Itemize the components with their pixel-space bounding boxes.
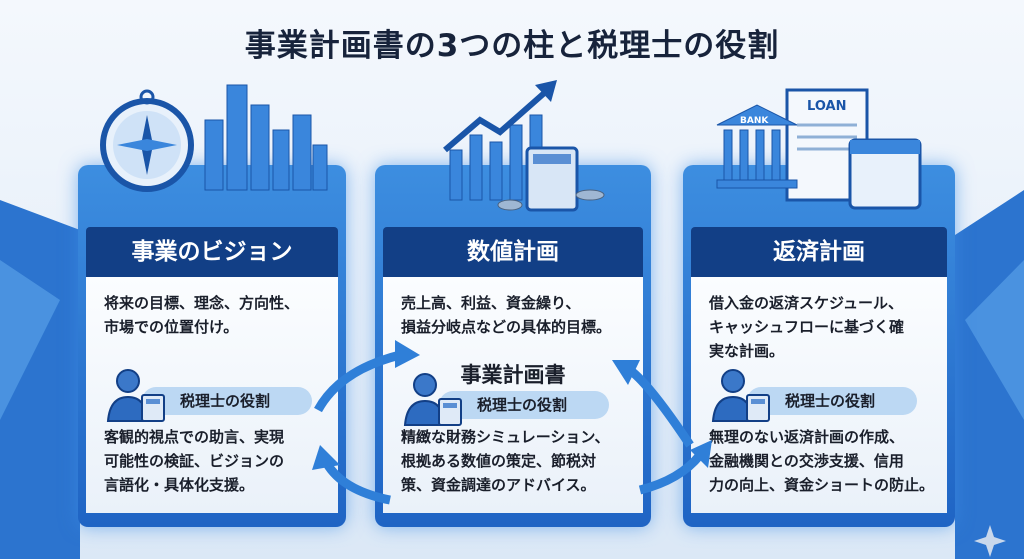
pillar-heading: 数値計画 xyxy=(383,227,643,277)
role-badge: 税理士の役割 xyxy=(142,387,312,415)
pillar-heading: 事業のビジョン xyxy=(86,227,338,277)
role-description: 精緻な財務シミュレーション、根拠ある数値の策定、節税対策、資金調達のアドバイス。 xyxy=(401,428,610,494)
chart-calculator-illustration xyxy=(443,80,605,212)
center-label: 事業計画書 xyxy=(460,363,566,387)
bank-loan-calendar-illustration: LOAN BANK xyxy=(716,88,922,210)
tax-accountant-icon xyxy=(711,369,770,422)
pillar-card-repayment-plan: 返済計画 借入金の返済スケジュール、キャッシュフローに基づく確実な計画。 税理士… xyxy=(683,165,955,527)
pillar-panel: 売上高、利益、資金繰り、損益分岐点などの具体的目標。 事業計画書 税理士の役割 … xyxy=(383,277,643,513)
pillar-description: 将来の目標、理念、方向性、市場での位置付け。 xyxy=(104,294,300,336)
page-title: 事業計画書の3つの柱と税理士の役割 xyxy=(244,28,780,64)
pillar-card-numeric-plan: 数値計画 売上高、利益、資金繰り、損益分岐点などの具体的目標。 事業計画書 税理… xyxy=(375,165,651,527)
pillar-card-vision: 事業のビジョン 将来の目標、理念、方向性、市場での位置付け。 税理士の役割 客観… xyxy=(78,165,346,527)
pillar-description: 売上高、利益、資金繰り、損益分岐点などの具体的目標。 xyxy=(401,294,612,336)
role-description: 無理のない返済計画の作成、金融機関との交渉支援、信用力の向上、資金ショートの防止… xyxy=(709,428,935,494)
role-badge: 税理士の役割 xyxy=(439,391,609,419)
tax-accountant-icon xyxy=(106,369,165,422)
compass-city-illustration xyxy=(100,84,328,192)
pillar-panel: 将来の目標、理念、方向性、市場での位置付け。 税理士の役割 客観的視点での助言、… xyxy=(86,277,338,513)
bank-label: BANK xyxy=(740,116,769,126)
role-description: 客観的視点での助言、実現可能性の検証、ビジョンの言語化・具体化支援。 xyxy=(104,428,285,494)
loan-document-label: LOAN xyxy=(807,99,846,114)
pillar-description: 借入金の返済スケジュール、キャッシュフローに基づく確実な計画。 xyxy=(709,294,905,360)
tax-accountant-icon xyxy=(403,373,462,426)
pillar-panel: 借入金の返済スケジュール、キャッシュフローに基づく確実な計画。 税理士の役割 無… xyxy=(691,277,947,513)
role-badge: 税理士の役割 xyxy=(747,387,917,415)
pillar-heading: 返済計画 xyxy=(691,227,947,277)
